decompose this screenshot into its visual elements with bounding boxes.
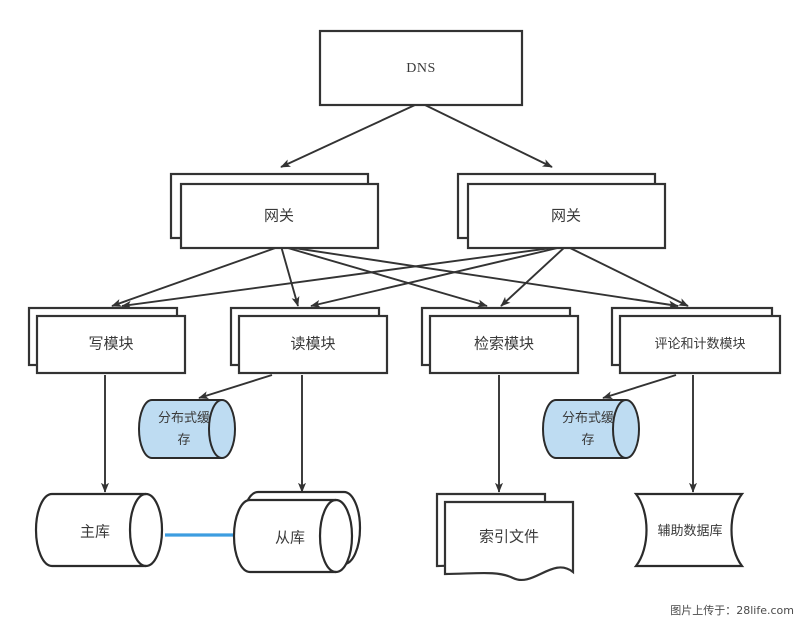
edge-dns-to-gateway-right: [424, 104, 553, 168]
node-gateway-right[interactable]: 网关: [456, 172, 667, 250]
edge-gateway-right-to-search: [500, 245, 567, 307]
edge-layer: [101, 104, 697, 539]
edge-comment-to-cache-right: [602, 374, 677, 400]
node-index-file[interactable]: 索引文件: [435, 492, 575, 581]
node-aux-db[interactable]: 辅助数据库: [633, 492, 745, 568]
node-search-module[interactable]: 检索模块: [420, 306, 580, 375]
edge-gateway-left-to-comment: [280, 245, 679, 309]
node-master-db[interactable]: 主库: [34, 492, 164, 568]
node-write-module[interactable]: 写模块: [27, 306, 187, 375]
node-gateway-left[interactable]: 网关: [169, 172, 380, 250]
edge-gateway-left-to-write: [111, 245, 282, 307]
edge-gateway-right-to-read: [310, 245, 567, 308]
watermark-text: 图片上传于：28life.com: [670, 604, 794, 617]
edge-gateway-left-to-search: [280, 245, 488, 308]
node-dns[interactable]: DNS: [318, 29, 524, 107]
edge-gateway-left-to-read: [280, 245, 300, 307]
edge-gateway-right-to-comment: [565, 245, 689, 307]
node-cache-left[interactable]: 分布式缓 存: [138, 399, 236, 459]
node-comment-count-module[interactable]: 评论和计数模块: [610, 306, 782, 375]
node-read-module[interactable]: 读模块: [229, 306, 389, 375]
edge-gateway-right-to-write: [121, 245, 567, 309]
node-slave-db[interactable]: 从库: [232, 490, 362, 574]
edge-dns-to-gateway-left: [280, 104, 416, 168]
edge-read-to-cache-left: [198, 374, 273, 400]
node-cache-right[interactable]: 分布式缓 存: [542, 399, 640, 459]
